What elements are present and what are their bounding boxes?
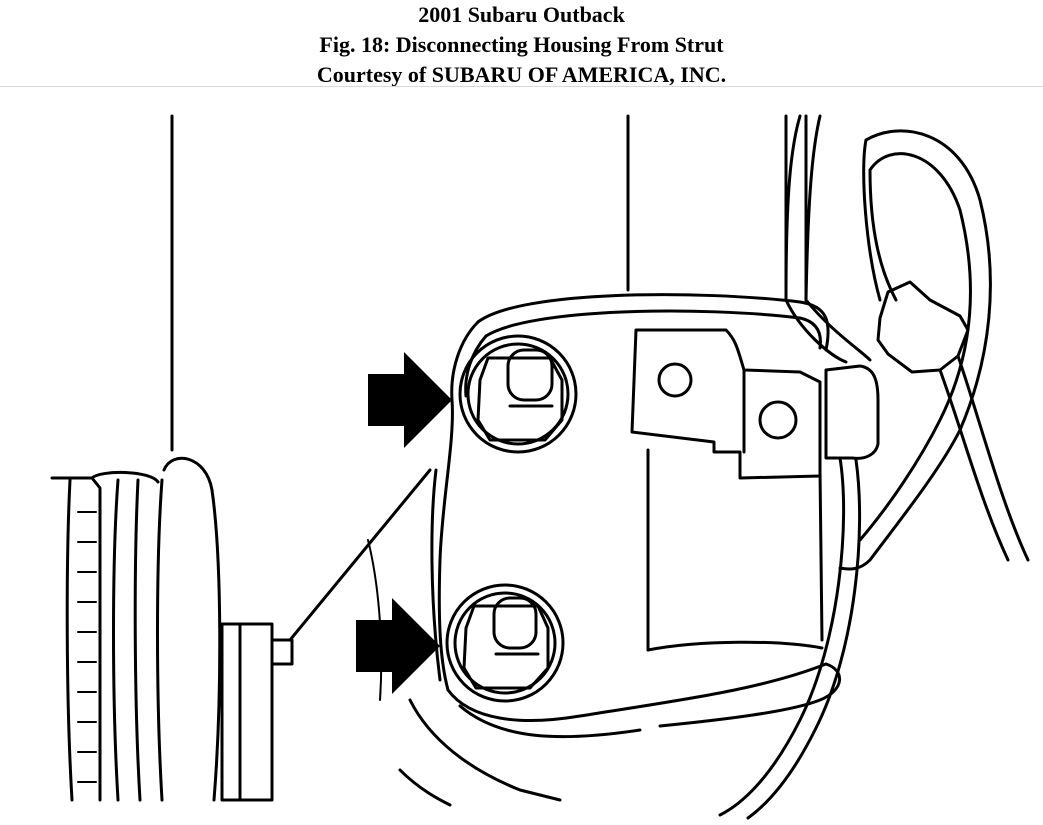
figure-credit: Courtesy of SUBARU OF AMERICA, INC.	[316, 62, 727, 87]
figure-caption: 2001 Subaru Outback Fig. 18: Disconnecti…	[0, 0, 1043, 90]
knuckle-edge	[367, 539, 383, 701]
lower-callout-arrow	[356, 598, 440, 694]
caption-divider	[0, 86, 1043, 87]
callout-arrows	[356, 352, 452, 694]
brake-rotor	[50, 456, 222, 802]
caliper-bracket	[220, 622, 294, 802]
upper-callout-arrow	[368, 352, 452, 448]
housing-knuckle	[398, 293, 842, 807]
abs-sensor-cable	[718, 114, 1030, 820]
vehicle-title: 2001 Subaru Outback	[418, 2, 625, 27]
strut-tube	[626, 114, 824, 652]
tie-rod-line	[288, 468, 432, 642]
mounting-bracket	[630, 328, 822, 480]
lower-bolt	[445, 583, 565, 703]
upper-bolt	[458, 334, 578, 454]
figure-title: Fig. 18: Disconnecting Housing From Stru…	[319, 32, 724, 57]
